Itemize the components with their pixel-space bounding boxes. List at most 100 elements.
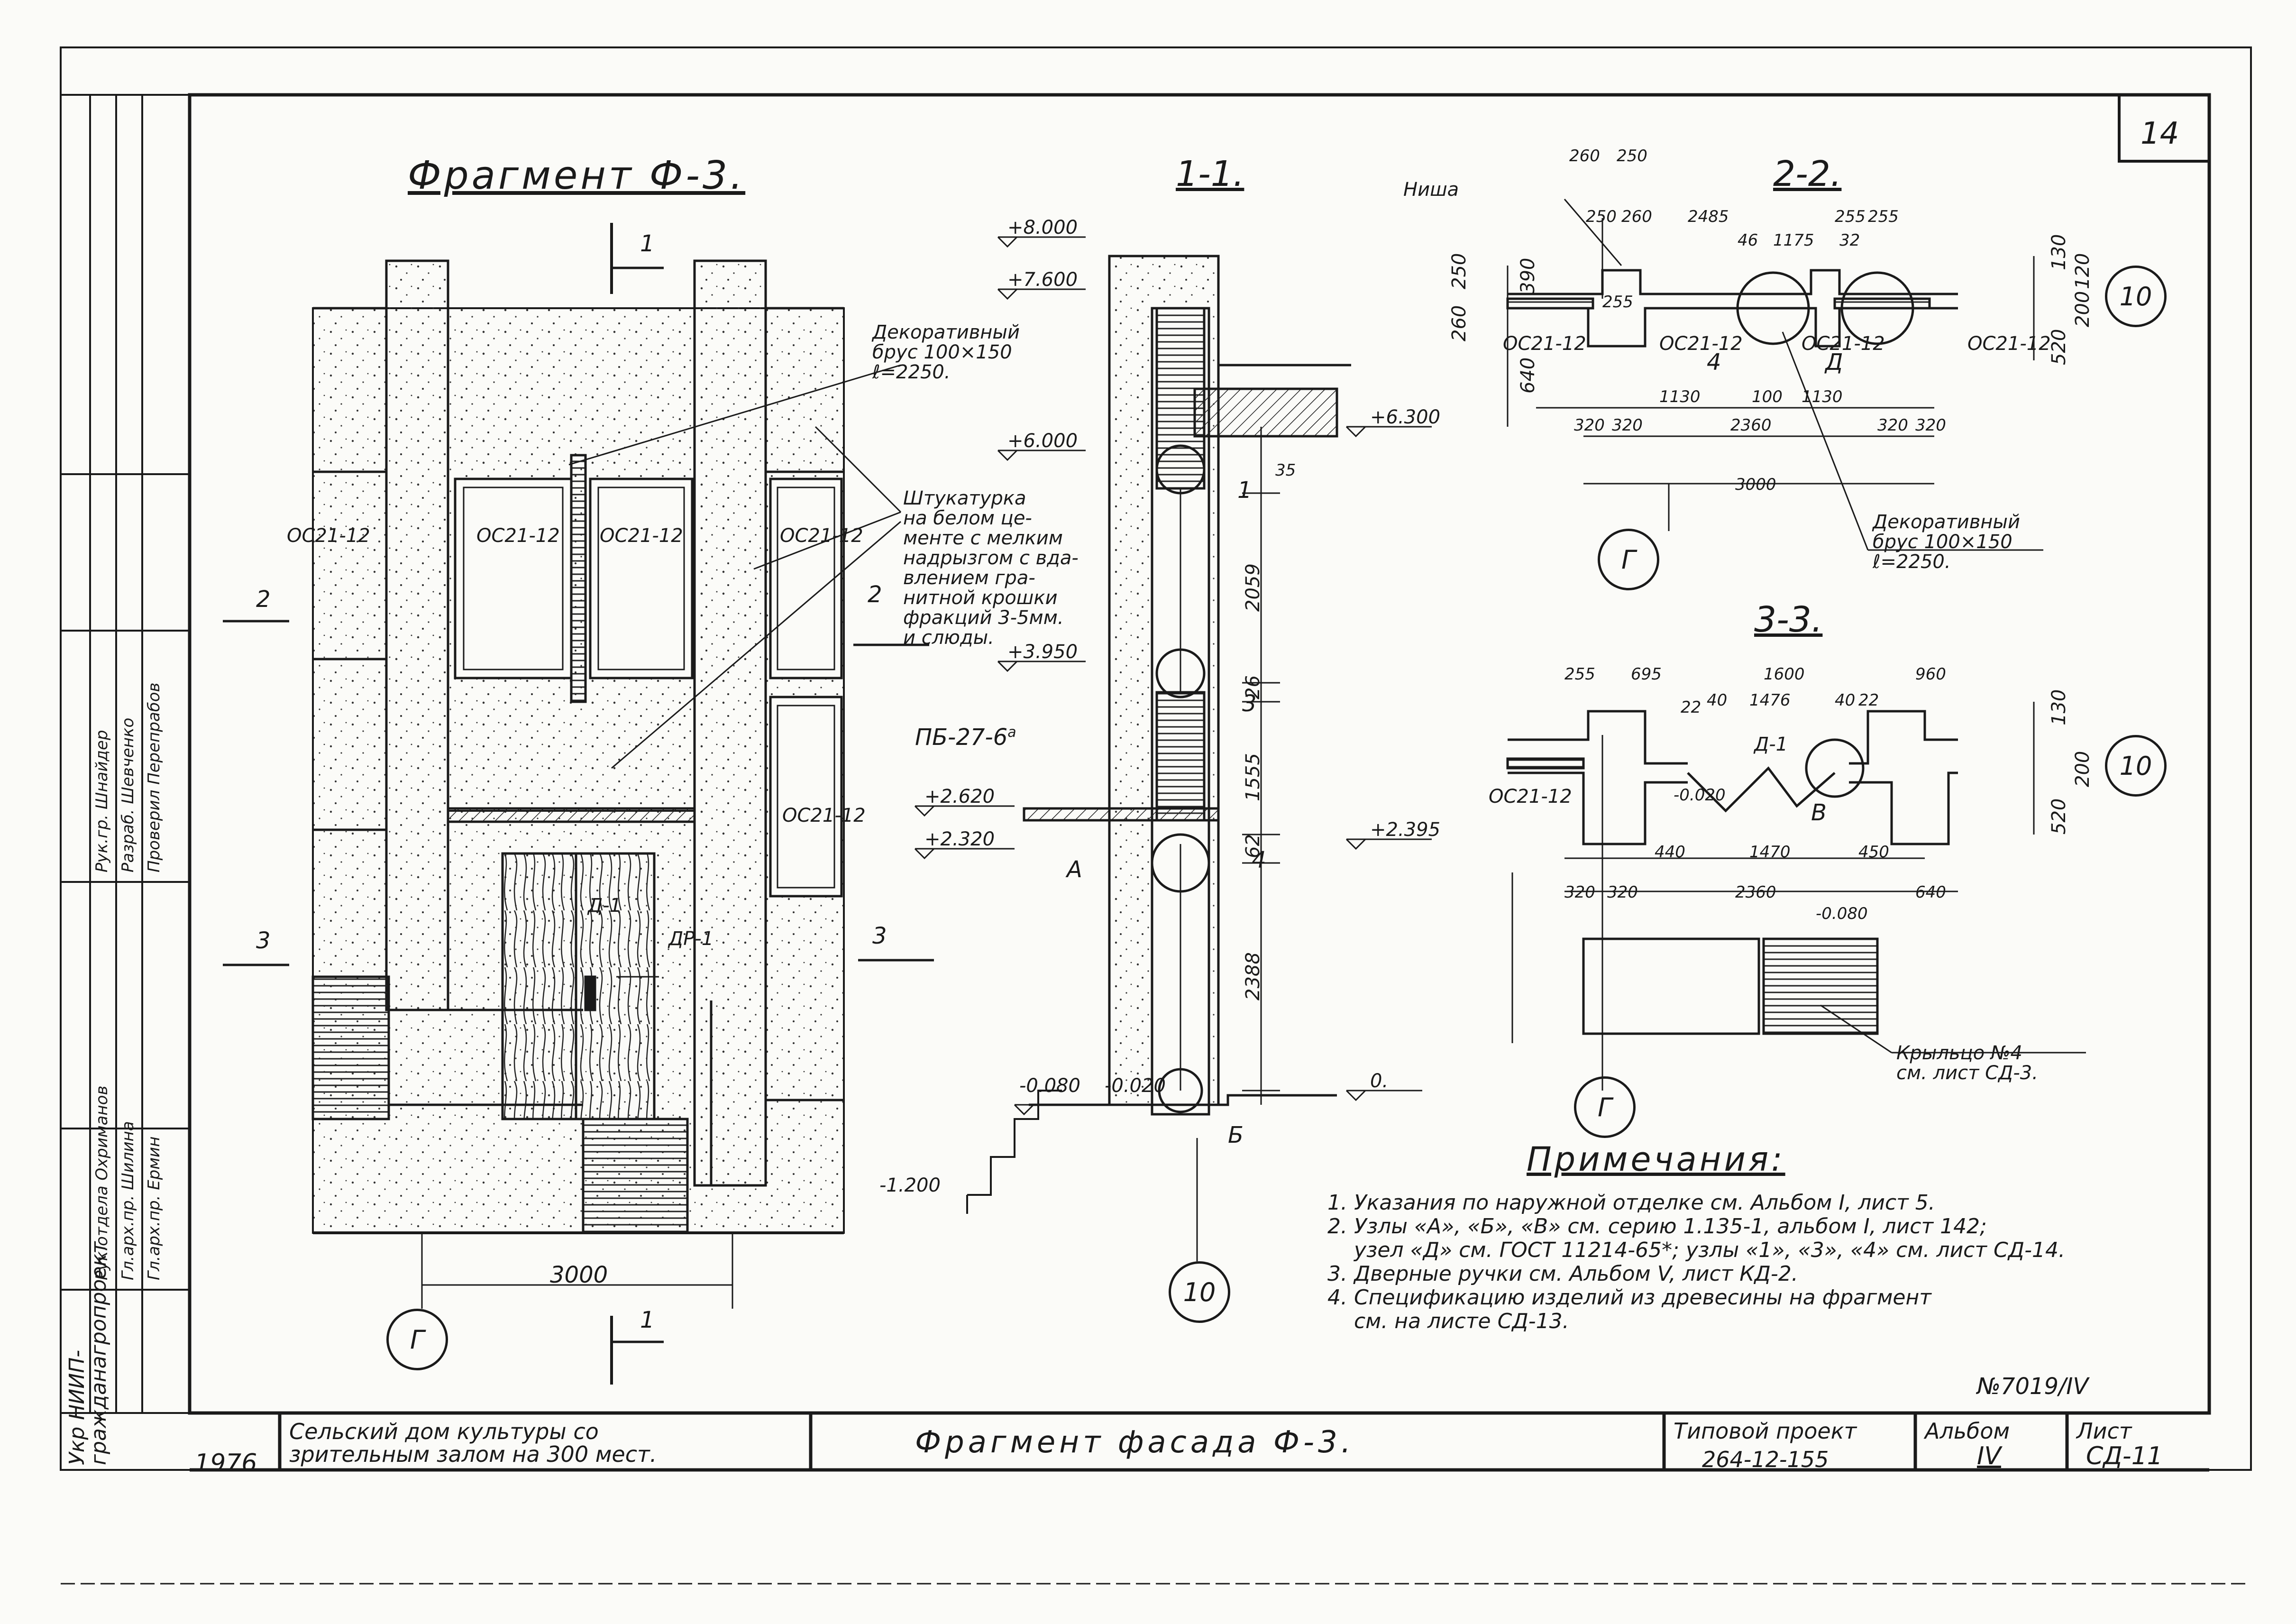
s33-dim-2360: 2360	[1735, 883, 1776, 902]
s33-dim-320a: 320	[1564, 883, 1595, 902]
axis-10-section-1-1: 10	[1169, 1261, 1230, 1323]
lintel-sup: а	[1007, 724, 1016, 741]
s22-dim-255b: 255	[1868, 207, 1899, 226]
s33-dim-40b: 40	[1835, 691, 1856, 710]
tb-project-code: 264-12-155	[1702, 1447, 1829, 1472]
note-item: 1. Указания по наружной отделке см. Альб…	[1327, 1191, 1935, 1215]
level-minus-0080: -0.080	[1019, 1075, 1080, 1097]
s33-dim-22a: 22	[1681, 698, 1701, 717]
note-item: 3. Дверные ручки см. Альбом V, лист КД-2…	[1327, 1262, 1798, 1286]
s33-dim-40a: 40	[1707, 691, 1728, 710]
s22-dim-200-right: 200	[2072, 291, 2094, 327]
note-item: см. на листе СД-13.	[1327, 1309, 1569, 1333]
tb-year: 1976	[194, 1449, 257, 1477]
section-mark-1-bottom: 1	[640, 1307, 655, 1333]
side-stamp-row: Рук.гр. Шнайдер	[92, 730, 111, 872]
tb-album-label: Альбом	[1925, 1418, 2010, 1444]
tb-sheet-label: Лист	[2076, 1418, 2132, 1444]
section-3-3-title: 3-3.	[1754, 599, 1823, 640]
level-3950: +3.950	[1007, 641, 1078, 663]
dim-2059: 2059	[1242, 563, 1264, 612]
s22-beam-note: Декоративный брус 100×150 ℓ=2250.	[1873, 511, 2020, 573]
notes-heading: Примечания:	[1527, 1140, 1785, 1179]
s33-dim-640: 640	[1915, 883, 1946, 902]
s22-dim-250-top: 250	[1617, 147, 1647, 165]
s33-dim-440: 440	[1655, 843, 1685, 862]
s33-dim-1600: 1600	[1764, 665, 1805, 684]
section-1-1	[914, 236, 1432, 1261]
s33-dim-1476: 1476	[1749, 691, 1791, 710]
section-1-1-title: 1-1.	[1176, 154, 1244, 194]
tb-project-label: Типовой проект	[1674, 1418, 1857, 1444]
s33-level-0080: -0.080	[1816, 904, 1868, 923]
s33-dim-1470: 1470	[1749, 843, 1791, 862]
sheet-number: 14	[2140, 116, 2179, 151]
level-minus-0020: -0.020	[1105, 1075, 1166, 1097]
level-7600: +7.600	[1007, 269, 1078, 291]
window-label-2: ОС21-12	[476, 525, 560, 547]
window-label-4: ОС21-12	[780, 525, 863, 547]
fragment-title: Фрагмент Ф-3.	[408, 153, 746, 198]
s22-dim-100: 100	[1752, 387, 1783, 406]
s22-dim-2360: 2360	[1730, 416, 1772, 435]
s22-dim-250-left: 250	[1448, 253, 1470, 289]
level-minus-1200: -1.200	[879, 1174, 941, 1196]
section-mark-2-left: 2	[256, 586, 271, 613]
title-block	[190, 1411, 2209, 1472]
section-mark-1-top: 1	[640, 230, 655, 257]
s22-dim-2485: 2485	[1688, 207, 1729, 226]
s33-dim-255: 255	[1564, 665, 1595, 684]
s22-dim-1130-b: 1130	[1802, 387, 1843, 406]
s22-dim-320-b: 320	[1612, 416, 1643, 435]
dim-1555: 1555	[1242, 753, 1264, 801]
level-6000: +6.000	[1007, 430, 1078, 452]
note-item: узел «Д» см. ГОСТ 11214-65*; узлы «1», «…	[1327, 1238, 2065, 1262]
door-label: Д-1	[588, 895, 622, 917]
s22-dim-520-right: 520	[2048, 329, 2070, 365]
side-stamp-row: Разраб. Шевченко	[119, 717, 137, 872]
notes-list: 1. Указания по наружной отделке см. Альб…	[1327, 1193, 2065, 1332]
side-stamp-row: Рук.отдела Охриманов	[92, 1085, 111, 1281]
side-stamp-row: Гл.арх.пр. Шилина	[119, 1121, 137, 1280]
s22-dim-260-top: 260	[1569, 147, 1600, 165]
s22-dim-120-right: 120	[2072, 253, 2094, 289]
s22-dim-46: 46	[1738, 231, 1758, 250]
s22-dim-255a: 255	[1835, 207, 1866, 226]
fragment-width-dimension: 3000	[550, 1262, 608, 1288]
lintel-label: ПБ-27-6а	[915, 725, 1016, 749]
s33-window: ОС21-12	[1489, 786, 1572, 807]
s22-window-left: ОС21-12	[1503, 333, 1586, 355]
section-mark-3-left: 3	[256, 927, 271, 954]
s22-axis-10: 10	[2105, 266, 2167, 327]
level-2620: +2.620	[924, 786, 995, 807]
node-1: 1	[1237, 477, 1252, 504]
s33-axis-g: Г	[1574, 1076, 1636, 1138]
level-2320: +2.320	[924, 828, 995, 850]
s33-axis-10: 10	[2105, 735, 2167, 797]
lintel-code: ПБ-27-6	[915, 724, 1008, 751]
axis-g-fragment: Г	[386, 1309, 448, 1370]
s33-dim-320b: 320	[1607, 883, 1638, 902]
s33-level-0020: -0.020	[1674, 786, 1726, 805]
s22-dim-640-left: 640	[1517, 357, 1539, 394]
s33-dim-22b: 22	[1858, 691, 1879, 710]
s33-dim-520: 520	[2048, 798, 2070, 835]
s22-window-right: ОС21-12	[1967, 333, 2051, 355]
level-8000: +8.000	[1007, 217, 1078, 239]
tb-sheet-value: СД-11	[2086, 1442, 2163, 1470]
s22-dim-250-niche: 250	[1586, 207, 1617, 226]
node-4: 4	[1252, 847, 1266, 873]
s33-dim-200: 200	[2072, 751, 2094, 787]
door-handle-label: ДР-1	[668, 928, 714, 950]
s22-dim-260-left: 260	[1448, 305, 1470, 341]
s22-dim-320-c: 320	[1877, 416, 1908, 435]
niche-label: Ниша	[1403, 179, 1459, 201]
section-mark-2-right: 2	[868, 581, 882, 608]
side-stamp-row: Проверил Перепрабов	[145, 682, 164, 872]
s22-dim-1175: 1175	[1773, 231, 1814, 250]
s33-dim-450: 450	[1858, 843, 1889, 862]
s22-dim-390-left: 390	[1517, 257, 1539, 294]
dim-35: 35	[1275, 461, 1296, 480]
s22-dim-1130-a: 1130	[1659, 387, 1701, 406]
